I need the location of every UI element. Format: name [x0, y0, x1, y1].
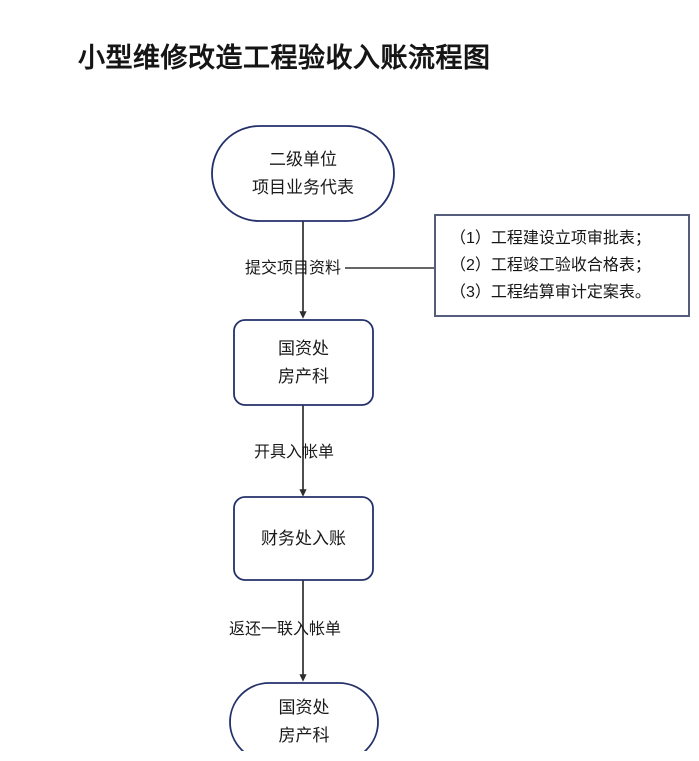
annotation-note-line-1: （1）工程建设立项审批表； — [450, 230, 651, 247]
annotation-note-line-2: （2）工程竣工验收合格表； — [450, 257, 651, 274]
page-title: 小型维修改造工程验收入账流程图 — [78, 43, 491, 73]
edge-label-submit-materials: 提交项目资料 — [245, 260, 342, 277]
annotation-note-line-3: （3）工程结算审计定案表。 — [450, 284, 651, 301]
node-secondary-unit-shape[interactable] — [211, 125, 395, 222]
edge-label-issue-receipt: 开具入帐单 — [254, 444, 335, 461]
annotation-note: （1）工程建设立项审批表； （2）工程竣工验收合格表； （3）工程结算审计定案表… — [434, 214, 690, 317]
edge-label-return-receipt: 返还一联入帐单 — [229, 621, 342, 638]
node-finance-booking-shape[interactable] — [233, 496, 374, 581]
node-state-assets-housing-1-shape[interactable] — [233, 319, 374, 406]
node-state-assets-housing-2-shape[interactable] — [229, 682, 379, 751]
